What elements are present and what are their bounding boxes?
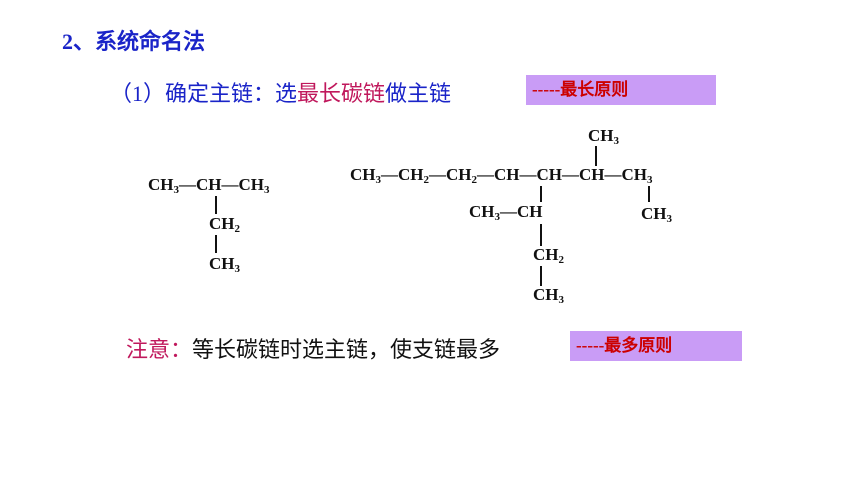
mol1-bond-1 — [215, 196, 217, 214]
rule-prefix: （1）确定主链：选 — [110, 81, 298, 106]
note-line: 注意：等长碳链时选主链，使支链最多 — [126, 332, 500, 364]
mol2-main-chain: CH3—CH2—CH2—CH—CH—CH—CH3 — [350, 165, 653, 186]
mol2-top-methyl: CH3 — [588, 126, 619, 147]
mol2-bond-ethyl-1 — [540, 224, 542, 246]
note-text: 等长碳链时选主链，使支链最多 — [192, 337, 501, 362]
mol1-ch3: CH3 — [209, 254, 240, 275]
section-title: 2、系统命名法 — [62, 29, 206, 54]
rule-suffix: 做主链 — [385, 81, 452, 106]
rule-main-chain: （1）确定主链：选最长碳链做主链 — [110, 76, 451, 108]
mol1-main-chain: CH3—CH—CH3 — [148, 175, 270, 196]
mol2-bond-right — [648, 186, 650, 202]
mol2-right-methyl: CH3 — [641, 204, 672, 225]
mol2-left-branch: CH3—CH — [469, 202, 543, 223]
most-branches-tag: -----最多原则 — [570, 331, 742, 361]
mol2-ethyl-ch3: CH3 — [533, 285, 564, 306]
mol2-ethyl-ch2: CH2 — [533, 245, 564, 266]
longest-principle-tag: -----最长原则 — [526, 75, 716, 105]
mol2-bond-left — [540, 186, 542, 202]
mol1-bond-2 — [215, 235, 217, 253]
mol1-ch2: CH2 — [209, 214, 240, 235]
note-label: 注意： — [126, 337, 193, 362]
mol2-bond-top — [595, 146, 597, 166]
rule-highlight: 最长碳链 — [297, 81, 386, 106]
mol2-bond-ethyl-2 — [540, 266, 542, 286]
